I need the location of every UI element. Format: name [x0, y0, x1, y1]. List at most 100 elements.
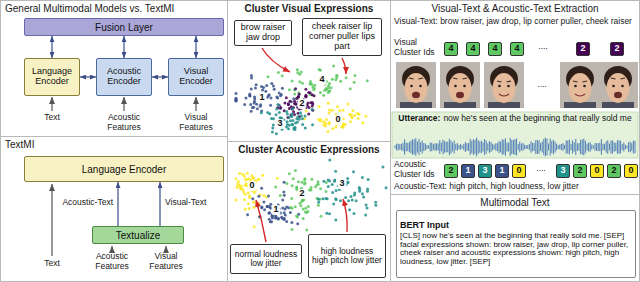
- acoustic-scatter: [235, 159, 388, 232]
- ellipsis: ....: [538, 42, 547, 52]
- scatter-point: [313, 87, 316, 90]
- scatter-point: [266, 75, 269, 78]
- input-arrow: [123, 97, 124, 111]
- encoder-box: Visual Encoder: [168, 58, 224, 96]
- scatter-point: [292, 106, 295, 109]
- scatter-point: [308, 189, 311, 192]
- scatter-point: [325, 118, 328, 121]
- panel-title: Cluster Visual Expressions: [228, 1, 390, 17]
- ellipsis: ....: [537, 80, 546, 90]
- cluster-id-box: 4: [466, 42, 480, 56]
- scatter-point: [307, 112, 310, 115]
- scatter-point: [275, 95, 278, 98]
- scatter-point: [305, 229, 308, 232]
- scatter-point: [279, 107, 282, 110]
- scatter-point: [342, 109, 345, 112]
- scatter-point: [293, 100, 296, 103]
- scatter-point: [349, 120, 352, 123]
- node-text: brow raiser jaw drop: [238, 23, 288, 43]
- face-frame: [484, 62, 524, 108]
- node-text: 4: [448, 44, 453, 54]
- scatter-point: [256, 178, 259, 181]
- scatter-point: [256, 107, 259, 110]
- scatter-point: [317, 201, 320, 204]
- scatter-point: [302, 207, 305, 210]
- scatter-point: [317, 204, 320, 207]
- scatter-point: [278, 92, 281, 95]
- scatter-point: [281, 74, 284, 77]
- scatter-point: [311, 123, 314, 126]
- scatter-point: [290, 197, 293, 200]
- scatter-point: [299, 111, 302, 114]
- cluster-number: 3: [337, 179, 346, 189]
- connector: [117, 182, 118, 226]
- scatter-point: [325, 212, 328, 215]
- cluster-id-box: 2: [444, 164, 458, 178]
- scatter-point: [277, 71, 280, 74]
- scatter-point: [331, 183, 334, 186]
- scatter-point: [246, 213, 249, 216]
- scatter-point: [253, 191, 256, 194]
- scatter-point: [290, 206, 293, 209]
- scatter-point: [247, 202, 250, 205]
- eyebrow: [507, 81, 512, 82]
- scatter-point: [278, 111, 281, 114]
- eyebrow: [463, 78, 468, 79]
- scatter-point: [331, 78, 334, 81]
- scatter-point: [291, 184, 294, 187]
- scatter-point: [301, 117, 304, 120]
- node-text: 0: [516, 166, 521, 176]
- scatter-point: [350, 115, 353, 118]
- node-text: [CLS] now he's seen at the beginning tha…: [400, 232, 632, 267]
- panel-title: TextMI: [1, 137, 227, 153]
- scatter-point: [285, 220, 288, 223]
- scatter-point: [318, 105, 321, 108]
- scatter-point: [296, 115, 299, 118]
- panel: Multimodal TextBERT Input[CLS] now he's …: [390, 194, 640, 282]
- face-frame: [560, 62, 600, 108]
- scatter-point: [274, 216, 277, 219]
- scatter-point: [311, 101, 314, 104]
- scatter-point: [290, 228, 293, 231]
- scatter-point: [332, 64, 335, 67]
- mouth: [614, 92, 622, 98]
- cluster-number: 2: [297, 189, 306, 199]
- scatter-point: [277, 217, 280, 220]
- panel-title: Visual-Text & Acoustic-Text Extraction: [391, 1, 639, 17]
- scatter-point: [291, 108, 294, 111]
- scatter-point: [260, 206, 263, 209]
- node-text: 0: [628, 166, 633, 176]
- waveform: [395, 138, 635, 157]
- scatter-point: [246, 172, 249, 175]
- scatter-point: [294, 87, 297, 90]
- scatter-point: [266, 205, 269, 208]
- scatter-point: [267, 195, 270, 198]
- scatter-point: [364, 213, 367, 216]
- node-text: 4: [514, 44, 519, 54]
- scatter-point: [331, 191, 334, 194]
- cluster-number: 0: [333, 115, 342, 125]
- scatter-point: [244, 208, 247, 211]
- node-text: 0: [594, 166, 599, 176]
- scatter-point: [275, 107, 278, 110]
- connector: [51, 36, 52, 58]
- scatter-point: [254, 87, 257, 90]
- scatter-point: [322, 94, 325, 97]
- scatter-point: [275, 132, 278, 135]
- scatter-point: [296, 222, 299, 225]
- node-text: Language Encoder: [82, 164, 167, 175]
- scatter-point: [244, 193, 247, 196]
- scatter-point: [288, 100, 291, 103]
- expression-box: normal loudness low jitter: [230, 244, 302, 274]
- input-label: Text: [32, 113, 72, 123]
- scatter-point: [267, 212, 270, 215]
- callout-arrow: [342, 58, 346, 74]
- scatter-point: [283, 194, 286, 197]
- eye: [574, 85, 577, 88]
- node-text: 1: [465, 166, 470, 176]
- scatter-point: [283, 102, 286, 105]
- scatter-point: [361, 121, 364, 124]
- scatter-point: [253, 225, 256, 228]
- scatter-point: [236, 182, 239, 185]
